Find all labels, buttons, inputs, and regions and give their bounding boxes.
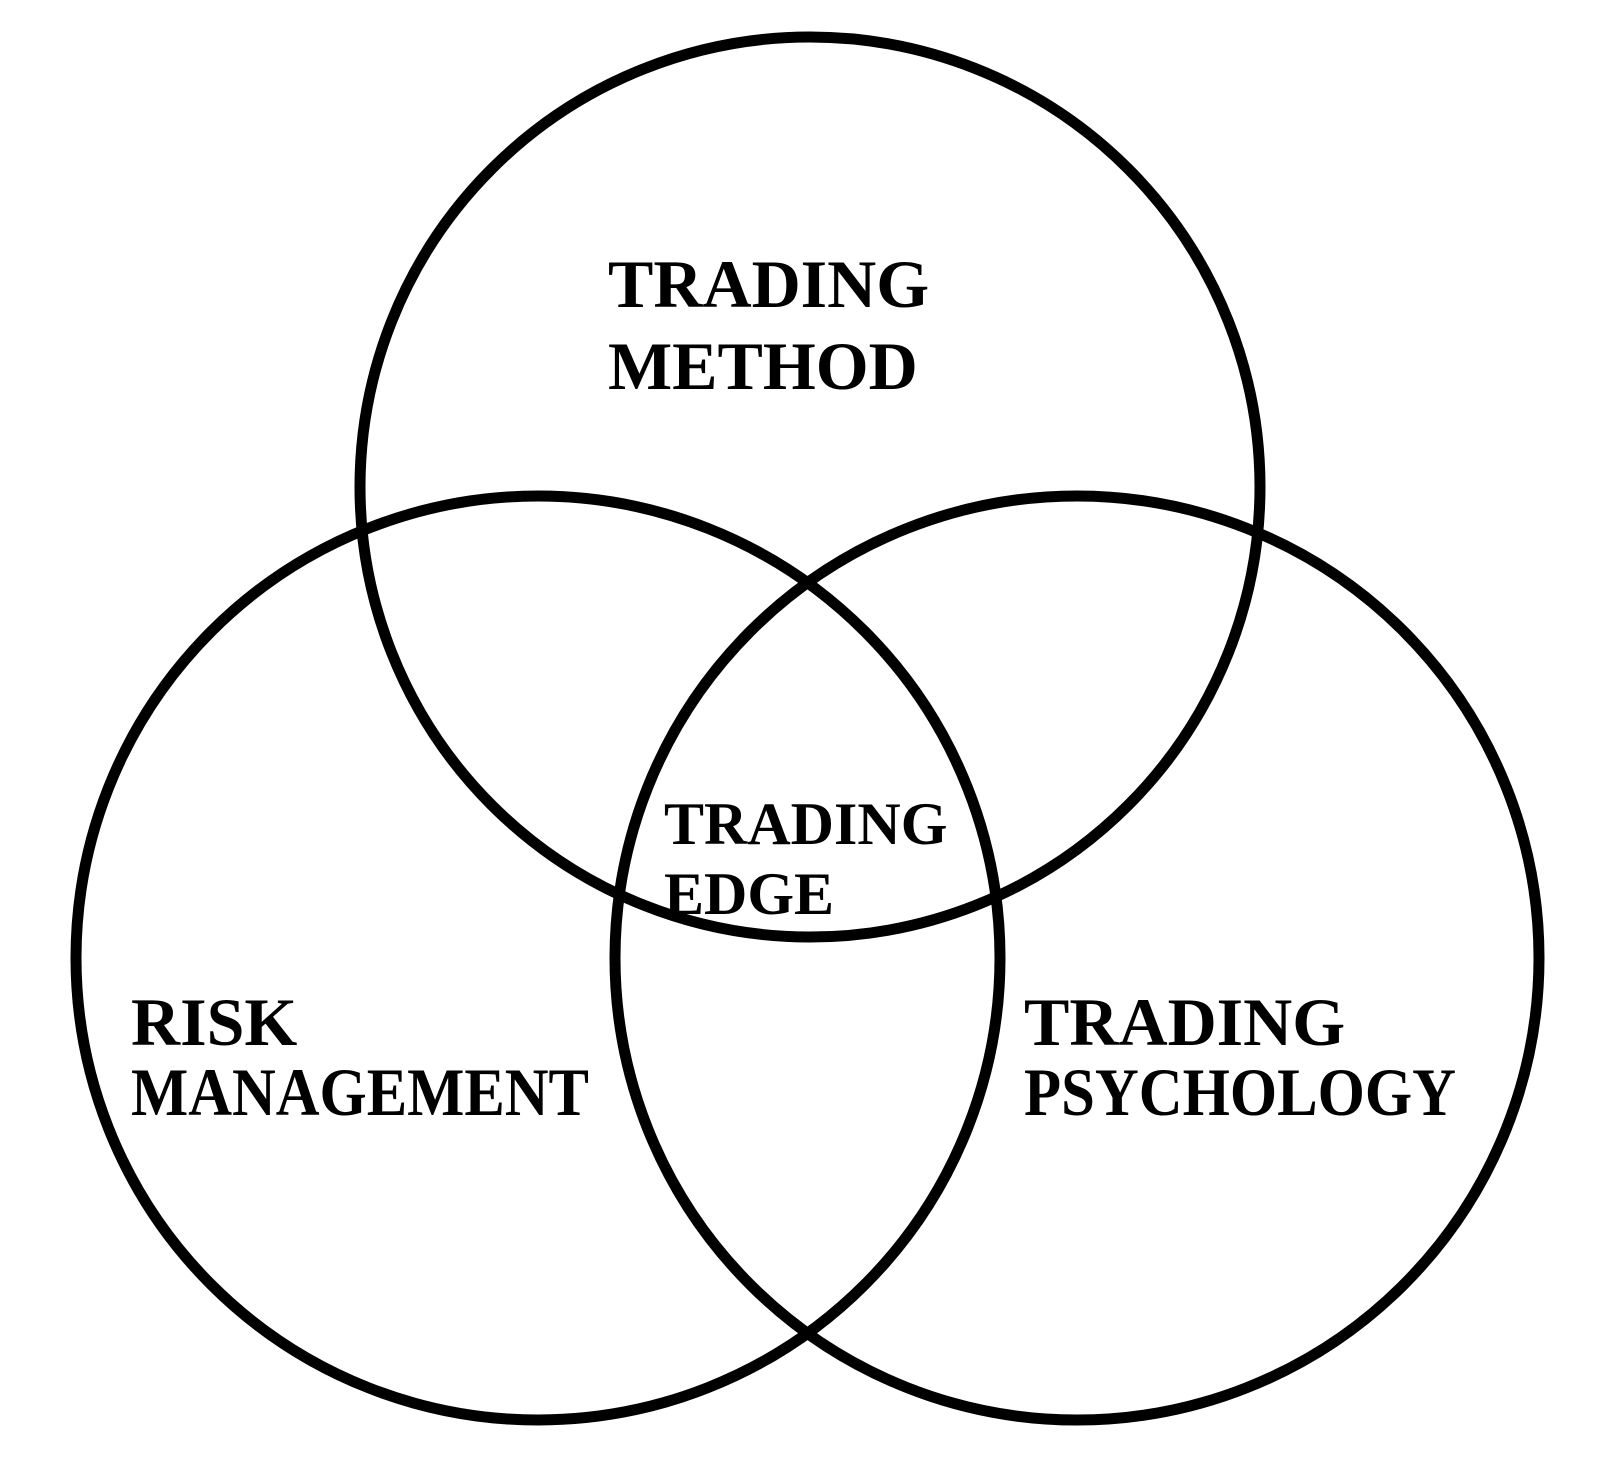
label-risk-management-line-1: RISK	[131, 984, 297, 1060]
label-trading-psychology-line-1: TRADING	[1024, 984, 1345, 1060]
label-risk-management: RISK MANAGEMENT	[131, 984, 589, 1130]
label-trading-edge-line-1: TRADING	[664, 791, 947, 857]
circle-trading-method	[354, 31, 1266, 943]
circle-risk-management	[70, 490, 1006, 1426]
circle-trading-psychology	[609, 490, 1545, 1426]
label-trading-method-line-1: TRADING	[608, 246, 929, 322]
label-trading-edge-line-2: EDGE	[664, 861, 834, 927]
label-trading-edge: TRADING EDGE	[664, 791, 962, 927]
label-trading-psychology: TRADING PSYCHOLOGY	[1024, 984, 1456, 1130]
label-trading-method: TRADING METHOD	[608, 246, 946, 404]
label-trading-psychology-line-2: PSYCHOLOGY	[1024, 1054, 1456, 1130]
label-trading-method-line-2: METHOD	[608, 328, 918, 404]
label-risk-management-line-2: MANAGEMENT	[131, 1054, 589, 1130]
